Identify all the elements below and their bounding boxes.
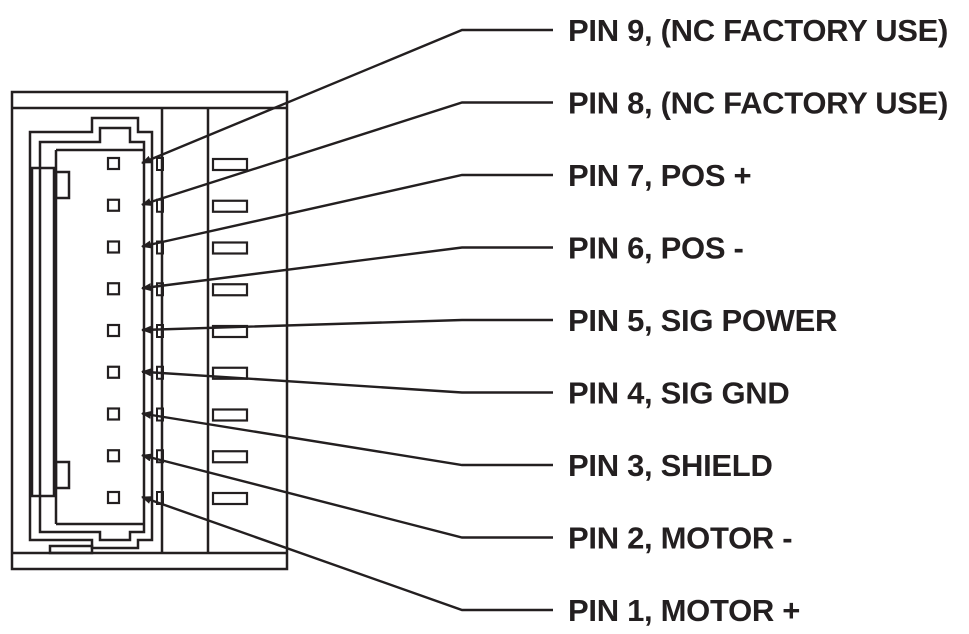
pin-7-socket: [106, 240, 121, 254]
pin-4-socket: [106, 365, 121, 379]
pin-8-label: PIN 8, (NC FACTORY USE): [568, 86, 948, 121]
pin-5-contact: [156, 324, 164, 338]
pin-1-blade: [211, 491, 249, 506]
pin-1-socket: [106, 490, 121, 505]
pin-3-leader-line: [141, 410, 553, 467]
pin-5-socket: [106, 323, 121, 338]
pin-labels: PIN 9, (NC FACTORY USE) PIN 8, (NC FACTOR…: [568, 13, 948, 628]
pin-3-socket: [106, 407, 121, 421]
pin-9-socket: [106, 156, 121, 171]
upper-latch-tab: [54, 170, 71, 200]
pin-5-label: PIN 5, SIG POWER: [568, 303, 837, 338]
pin-6-leader-line: [141, 246, 553, 292]
pin-4-label: PIN 4, SIG GND: [568, 376, 789, 411]
pin-2-leader-line: [141, 453, 553, 539]
pin-7-leader-line: [141, 173, 553, 249]
lower-latch-tab: [54, 460, 71, 490]
receptacle-outer: [28, 116, 154, 550]
pin-1-leader-line: [141, 495, 553, 612]
leader-lines: [141, 28, 553, 612]
pin-2-socket: [106, 449, 121, 463]
pin-2-label: PIN 2, MOTOR -: [568, 521, 792, 556]
pin-2-blade: [211, 450, 249, 464]
connector-body: [10, 90, 289, 571]
pin-9-label: PIN 9, (NC FACTORY USE): [568, 13, 948, 48]
pin-6-label: PIN 6, POS -: [568, 231, 744, 266]
bottom-foot: [48, 544, 94, 555]
pin-7-blade: [211, 241, 249, 255]
pin-4-blade: [211, 366, 249, 380]
receptacle-inner: [38, 126, 146, 542]
pin-9-contact: [156, 157, 164, 171]
pin-8-leader-line: [141, 101, 553, 206]
pin-9-blade: [211, 157, 249, 172]
pin-3-contact: [156, 407, 164, 422]
pin-3-blade: [211, 408, 249, 422]
pin-6-blade: [211, 283, 249, 297]
pin-8-contact: [156, 198, 164, 213]
pin-contacts: [106, 156, 249, 506]
pin-6-socket: [106, 282, 121, 296]
pin-5-leader-line: [141, 318, 553, 334]
pin-9-leader-line: [141, 28, 553, 165]
pin-8-socket: [106, 198, 121, 212]
left-side-rail: [30, 166, 56, 498]
pin-5-blade: [211, 324, 249, 339]
pin-6-contact: [156, 282, 164, 297]
pin-2-contact: [156, 449, 164, 464]
housing-outline: [10, 90, 289, 571]
pin-8-blade: [211, 199, 249, 213]
pin-1-label: PIN 1, MOTOR +: [568, 593, 800, 628]
pin-7-label: PIN 7, POS +: [568, 158, 751, 193]
pin-4-leader-line: [141, 368, 553, 394]
pin-3-label: PIN 3, SHIELD: [568, 448, 773, 483]
